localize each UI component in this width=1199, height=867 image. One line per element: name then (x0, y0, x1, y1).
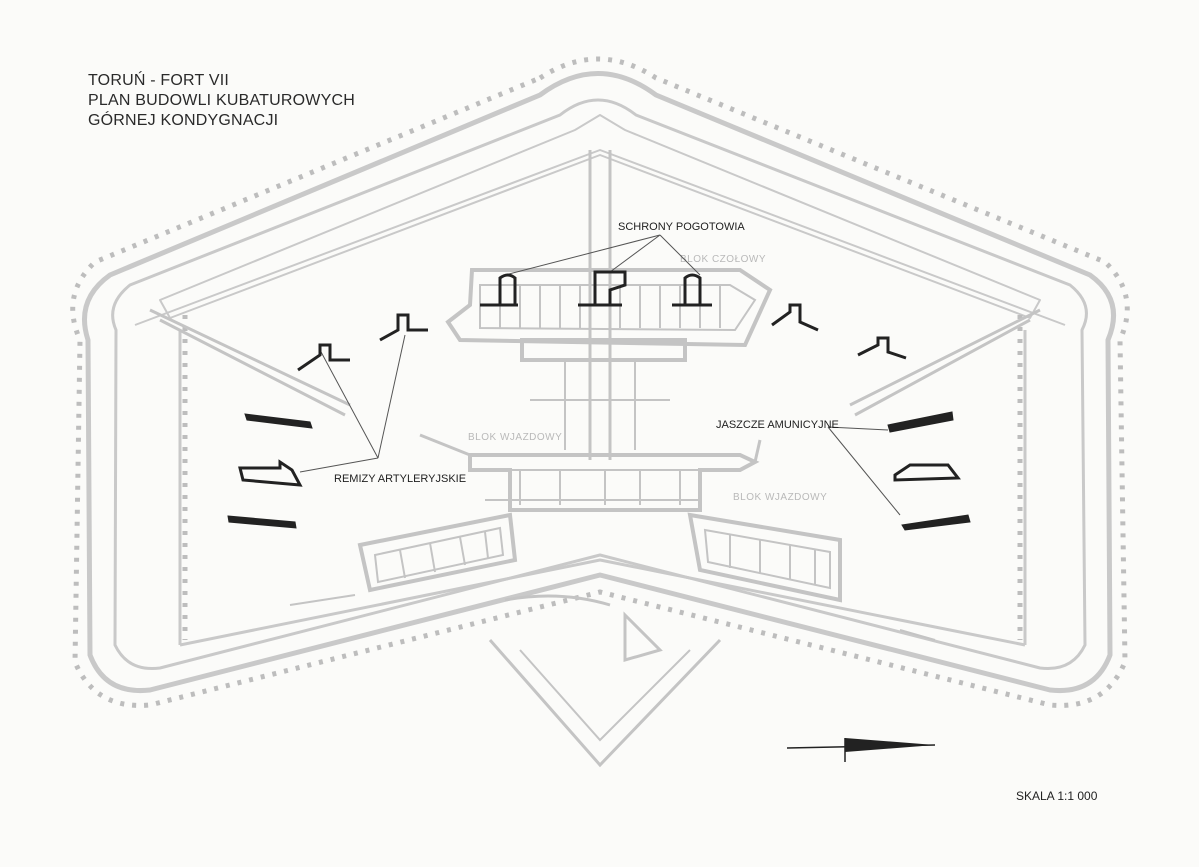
schrony-pogotowia-label: SCHRONY POGOTOWIA (618, 221, 745, 233)
plan-title: TORUŃ - FORT VII PLAN BUDOWLI KUBATUROWY… (88, 71, 355, 131)
title-line-2: PLAN BUDOWLI KUBATUROWYCH (88, 92, 355, 109)
title-line-1: TORUŃ - FORT VII (88, 72, 229, 89)
remizy-artyleryjskie-label: REMIZY ARTYLERYJSKIE (334, 473, 467, 485)
scale-label: SKALA 1:1 000 (1016, 789, 1098, 803)
leader-lines (299, 234, 901, 516)
blok-wjazdowy-center-label: BLOK WJAZDOWY (468, 432, 562, 443)
ammunition-lockers (227, 411, 971, 531)
north-arrow (786, 738, 936, 762)
diagonal-galleries (149, 308, 1041, 417)
blok-wjazdowy-right-label: BLOK WJAZDOWY (733, 492, 827, 503)
central-blocks (289, 150, 936, 768)
artillery-shelters (297, 303, 907, 372)
blok-czolowy-label: BLOK CZOŁOWY (680, 254, 766, 265)
title-line-3: GÓRNEJ KONDYGNACJI (88, 112, 279, 129)
jaszcze-amunicyjne-label: JASZCZE AMUNICYJNE (716, 419, 839, 431)
ready-shelters (480, 270, 712, 307)
outer-earthwork (82, 71, 1117, 694)
wall-ticks (70, 56, 1130, 708)
